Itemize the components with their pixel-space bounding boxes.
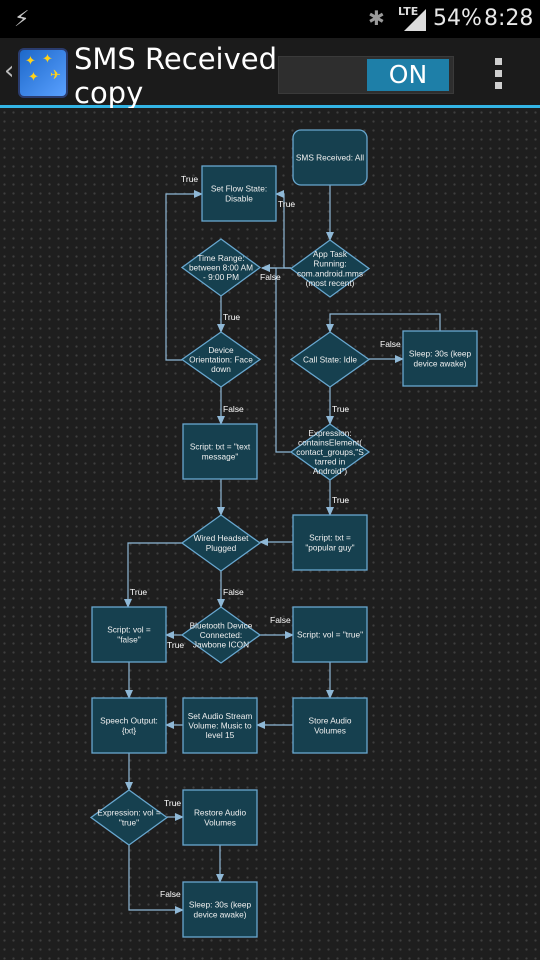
node-label: Set Flow State:Disable	[211, 184, 267, 204]
node-shape	[402, 330, 478, 387]
node-shape	[289, 331, 371, 388]
enable-toggle[interactable]: ON	[278, 56, 454, 94]
action-bar: ‹ ✦ ✦ ✈ ✦ SMS Received copy ON	[0, 38, 540, 110]
node-call-state[interactable]: Call State: Idle	[289, 331, 371, 388]
node-label: Expression:containsElement(contact_group…	[296, 428, 364, 476]
node-shape	[182, 881, 258, 938]
node-shape	[180, 238, 262, 297]
node-script-vol-true[interactable]: Script: vol = "true"	[292, 606, 368, 663]
clock: 8:28	[484, 6, 534, 31]
node-expression-vol[interactable]: Expression: vol ="true"	[89, 789, 169, 846]
flow-title: SMS Received copy	[74, 42, 277, 110]
edge-label-true: True	[167, 640, 184, 650]
edge-label-false: False	[380, 339, 401, 349]
node-shape	[292, 514, 368, 571]
edge-label-true: True	[164, 798, 181, 808]
node-script-popular-guy[interactable]: Script: txt ="popular guy"	[292, 514, 368, 571]
edge-expression-contains-to-time-range	[261, 264, 291, 453]
node-label: Speech Output:{txt}	[100, 716, 158, 736]
node-shape	[182, 423, 258, 480]
node-shape	[292, 697, 368, 754]
edge-label-true: True	[278, 199, 295, 209]
edge-label-true: True	[332, 404, 349, 414]
toggle-on-label[interactable]: ON	[367, 59, 449, 91]
edge-label-false: False	[260, 272, 281, 282]
node-time-range[interactable]: Time Range:between 8:00 AM- 9:00 PM	[180, 238, 262, 297]
node-label: Call State: Idle	[303, 355, 357, 365]
node-shape	[91, 606, 167, 663]
node-shape	[180, 514, 262, 572]
lte-signal-icon	[404, 9, 426, 31]
node-label: Expression: vol ="true"	[97, 808, 161, 828]
edge-label-true: True	[130, 587, 147, 597]
edge-expression-vol-to-sleep-bottom	[128, 845, 184, 914]
node-shape	[289, 239, 371, 298]
node-shape	[292, 606, 368, 663]
edge-label-false: False	[223, 587, 244, 597]
edge-sleep-top-to-call-state	[326, 313, 441, 333]
node-script-vol-false[interactable]: Script: vol ="false"	[91, 606, 167, 663]
node-shape	[201, 165, 277, 222]
app-icon[interactable]: ✦ ✦ ✈ ✦	[18, 48, 68, 98]
bluetooth-icon: ✱	[368, 6, 385, 30]
node-label: Time Range:between 8:00 AM- 9:00 PM	[189, 253, 253, 282]
node-label: Script: vol ="false"	[107, 625, 151, 645]
node-shape	[89, 789, 169, 846]
node-shape	[180, 606, 262, 664]
node-expression-contains[interactable]: Expression:containsElement(contact_group…	[289, 423, 371, 481]
lte-label: LTE	[398, 5, 419, 18]
edge-label-false: False	[223, 404, 244, 414]
edge-label-true: True	[223, 312, 240, 322]
node-shape	[289, 423, 371, 481]
node-shape	[91, 697, 167, 754]
node-label: Script: txt ="popular guy"	[305, 533, 354, 553]
node-shape	[180, 331, 262, 388]
battery-percentage: 54%	[433, 6, 482, 31]
edge-wired-headset-to-script-vol-false	[124, 542, 182, 608]
bolt-icon: ⚡	[14, 7, 30, 32]
node-shape	[292, 129, 368, 186]
node-set-flow-state[interactable]: Set Flow State:Disable	[201, 165, 277, 222]
status-bar: ⚡ ✱ LTE 54% 8:28	[0, 0, 540, 38]
node-label: Script: vol = "true"	[297, 630, 363, 640]
back-icon[interactable]: ‹	[4, 56, 15, 86]
edge-label-true: True	[332, 495, 349, 505]
node-speech-output[interactable]: Speech Output:{txt}	[91, 697, 167, 754]
edge-device-orientation-to-set-flow-state	[165, 190, 203, 361]
node-sms-received[interactable]: SMS Received: All	[292, 129, 368, 186]
node-shape	[182, 697, 258, 754]
overflow-menu-icon[interactable]	[490, 58, 506, 92]
edge-label-false: False	[270, 615, 291, 625]
node-shape	[182, 789, 258, 846]
edge-label-false: False	[160, 889, 181, 899]
node-label: SMS Received: All	[296, 153, 364, 163]
edge-label-true: True	[181, 174, 198, 184]
